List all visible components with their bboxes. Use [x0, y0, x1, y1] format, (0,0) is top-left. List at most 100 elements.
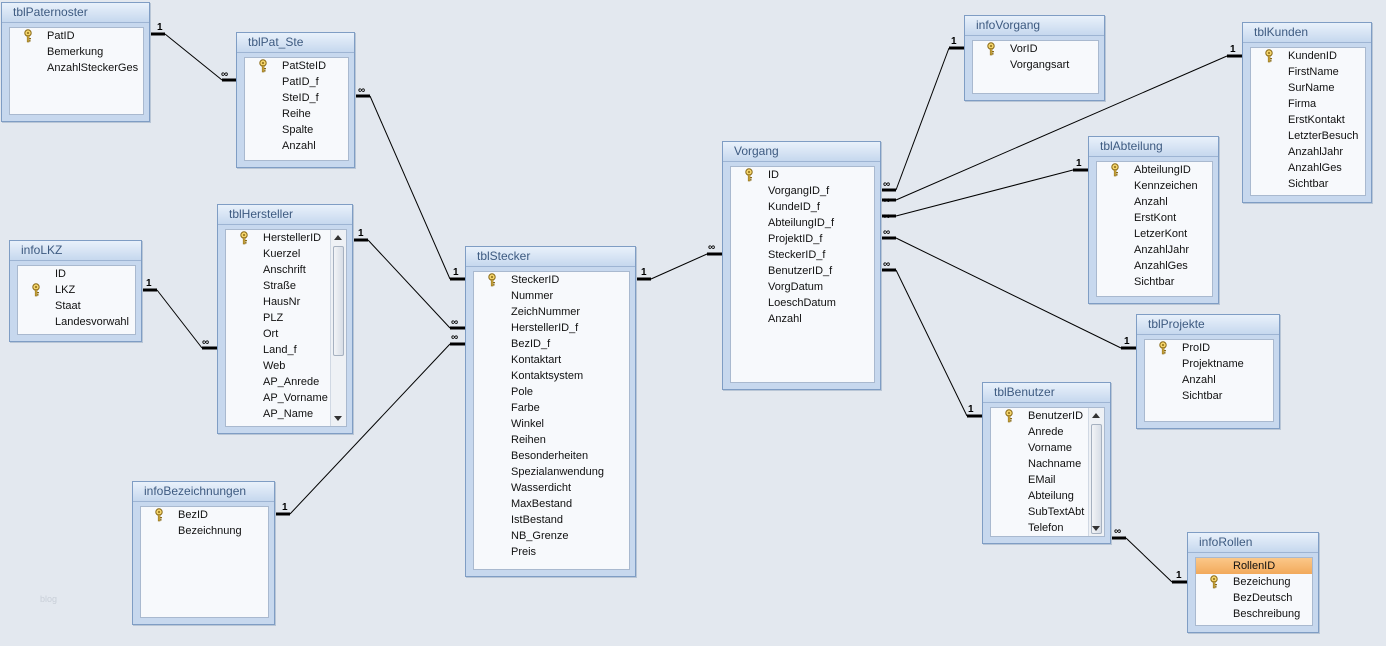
- field-row[interactable]: Anrede: [991, 424, 1089, 440]
- field-row[interactable]: BezDeutsch: [1196, 590, 1312, 606]
- table-title[interactable]: infoRollen: [1188, 533, 1318, 553]
- field-row[interactable]: PatSteID: [245, 58, 348, 74]
- field-row[interactable]: LetzterBesuch: [1251, 128, 1365, 144]
- field-row[interactable]: AP_Anrede: [226, 374, 331, 390]
- field-row[interactable]: AnzahlJahr: [1097, 242, 1212, 258]
- field-row[interactable]: Projektname: [1145, 356, 1273, 372]
- field-row[interactable]: Staat: [18, 298, 135, 314]
- field-row[interactable]: Reihe: [245, 106, 348, 122]
- field-row[interactable]: SurName: [1251, 80, 1365, 96]
- field-row[interactable]: ProID: [1145, 340, 1273, 356]
- field-row[interactable]: ErstKont: [1097, 210, 1212, 226]
- field-row[interactable]: Bemerkung: [10, 44, 143, 60]
- field-row[interactable]: VorID: [973, 41, 1098, 57]
- field-row[interactable]: PLZ: [226, 310, 331, 326]
- field-row[interactable]: Land_f: [226, 342, 331, 358]
- scroll-down-arrow-icon[interactable]: [1092, 526, 1100, 531]
- field-row[interactable]: AnzahlJahr: [1251, 144, 1365, 160]
- field-row[interactable]: Anzahl: [245, 138, 348, 154]
- field-row[interactable]: BenutzerID_f: [731, 263, 874, 279]
- field-row[interactable]: Vorgangsart: [973, 57, 1098, 73]
- field-row[interactable]: PatID_f: [245, 74, 348, 90]
- vertical-scrollbar[interactable]: [330, 230, 346, 426]
- field-row[interactable]: Besonderheiten: [474, 448, 629, 464]
- field-row[interactable]: AP_Name: [226, 406, 331, 422]
- field-row[interactable]: Vorname: [991, 440, 1089, 456]
- field-row[interactable]: Preis: [474, 544, 629, 560]
- field-row[interactable]: ProjektID_f: [731, 231, 874, 247]
- field-row[interactable]: Anzahl: [731, 311, 874, 327]
- field-row[interactable]: IstBestand: [474, 512, 629, 528]
- field-row[interactable]: VorgangID_f: [731, 183, 874, 199]
- field-row[interactable]: Straße: [226, 278, 331, 294]
- field-row[interactable]: LKZ: [18, 282, 135, 298]
- field-row[interactable]: LoeschDatum: [731, 295, 874, 311]
- field-row[interactable]: Kontaktart: [474, 352, 629, 368]
- table-title[interactable]: tblKunden: [1243, 23, 1371, 43]
- relation-line[interactable]: [650, 253, 708, 280]
- vertical-scrollbar[interactable]: [1088, 408, 1104, 536]
- field-row[interactable]: FirstName: [1251, 64, 1365, 80]
- field-row[interactable]: Reihen: [474, 432, 629, 448]
- field-row[interactable]: Beschreibung: [1196, 606, 1312, 622]
- field-row[interactable]: SubTextAbt: [991, 504, 1089, 520]
- field-row[interactable]: ID: [18, 266, 135, 282]
- field-row[interactable]: BenutzerID: [991, 408, 1089, 424]
- field-row[interactable]: Landesvorwahl: [18, 314, 135, 330]
- field-row[interactable]: Web: [226, 358, 331, 374]
- field-row[interactable]: ZeichNummer: [474, 304, 629, 320]
- field-row[interactable]: SteckerID_f: [731, 247, 874, 263]
- field-row[interactable]: SteID_f: [245, 90, 348, 106]
- field-row[interactable]: Bezeichung: [1196, 574, 1312, 590]
- field-row[interactable]: AbteilungID_f: [731, 215, 874, 231]
- field-row[interactable]: VorgDatum: [731, 279, 874, 295]
- relation-line[interactable]: [895, 269, 968, 417]
- field-row[interactable]: HausNr: [226, 294, 331, 310]
- field-row[interactable]: LetzerKont: [1097, 226, 1212, 242]
- field-row[interactable]: AnzahlGes: [1097, 258, 1212, 274]
- relation-line[interactable]: [895, 169, 1074, 217]
- table-title[interactable]: tblAbteilung: [1089, 137, 1218, 157]
- field-row[interactable]: Winkel: [474, 416, 629, 432]
- field-row[interactable]: Spalte: [245, 122, 348, 138]
- field-row[interactable]: AbteilungID: [1097, 162, 1212, 178]
- relation-line[interactable]: [367, 239, 451, 329]
- scroll-up-arrow-icon[interactable]: [334, 235, 342, 240]
- field-row[interactable]: SteckerID: [474, 272, 629, 288]
- table-title[interactable]: infoVorgang: [965, 16, 1104, 36]
- table-title[interactable]: Vorgang: [723, 142, 880, 162]
- relation-line[interactable]: [156, 289, 203, 349]
- field-row[interactable]: EMail: [991, 472, 1089, 488]
- relation-line[interactable]: [1125, 537, 1173, 583]
- table-title[interactable]: infoLKZ: [10, 241, 141, 261]
- field-row[interactable]: Nachname: [991, 456, 1089, 472]
- table-title[interactable]: tblBenutzer: [983, 383, 1110, 403]
- field-row[interactable]: RollenID: [1196, 558, 1312, 574]
- field-row[interactable]: Anschrift: [226, 262, 331, 278]
- table-title[interactable]: tblStecker: [466, 247, 635, 267]
- scroll-down-arrow-icon[interactable]: [334, 416, 342, 421]
- field-row[interactable]: Anzahl: [1097, 194, 1212, 210]
- field-row[interactable]: Wasserdicht: [474, 480, 629, 496]
- field-row[interactable]: MaxBestand: [474, 496, 629, 512]
- table-title[interactable]: tblHersteller: [218, 205, 352, 225]
- field-row[interactable]: Kennzeichen: [1097, 178, 1212, 194]
- relation-line[interactable]: [895, 47, 950, 191]
- scrollbar-thumb[interactable]: [333, 246, 344, 356]
- field-row[interactable]: Sichtbar: [1097, 274, 1212, 290]
- field-row[interactable]: BezID_f: [474, 336, 629, 352]
- field-row[interactable]: Abteilung: [991, 488, 1089, 504]
- field-row[interactable]: Sichtbar: [1251, 176, 1365, 192]
- field-row[interactable]: Anzahl: [1145, 372, 1273, 388]
